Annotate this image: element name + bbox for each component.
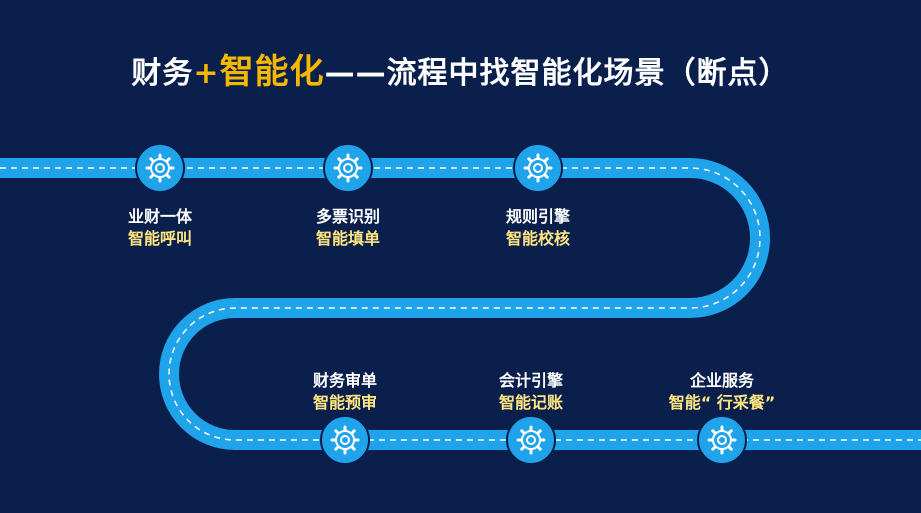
title-suffix: ——流程中找智能化场景（断点） [324,56,790,91]
node-6-label: 企业服务 智能“ 行采餐” [647,370,797,414]
page-title: 财务+智能化——流程中找智能化场景（断点） [0,44,921,93]
node-4 [320,415,370,465]
node-6-subtitle: 智能“ 行采餐” [668,393,776,412]
node-4-subtitle: 智能预审 [312,393,377,412]
node-5 [506,415,556,465]
title-prefix: 财务 [131,56,194,91]
node-2 [323,143,373,193]
node-4-title: 财务审单 [312,371,377,390]
node-1 [135,143,185,193]
node-5-subtitle: 智能记账 [498,393,563,412]
node-3-title: 规则引擎 [505,207,570,226]
node-3-subtitle: 智能校核 [505,229,570,248]
node-6 [697,415,747,465]
node-2-title: 多票识别 [315,207,380,226]
node-2-subtitle: 智能填单 [315,229,380,248]
node-1-title: 业财一体 [127,207,192,226]
title-plus: + [193,56,220,91]
road-dash [0,167,921,441]
node-5-label: 会计引擎 智能记账 [461,370,601,414]
node-5-title: 会计引擎 [498,371,563,390]
node-1-subtitle: 智能呼叫 [127,229,192,248]
node-6-title: 企业服务 [689,371,754,390]
node-3 [513,143,563,193]
title-highlight: 智能化 [219,52,325,92]
node-1-label: 业财一体 智能呼叫 [90,206,230,250]
node-3-label: 规则引擎 智能校核 [468,206,608,250]
node-4-label: 财务审单 智能预审 [275,370,415,414]
node-2-label: 多票识别 智能填单 [278,206,418,250]
